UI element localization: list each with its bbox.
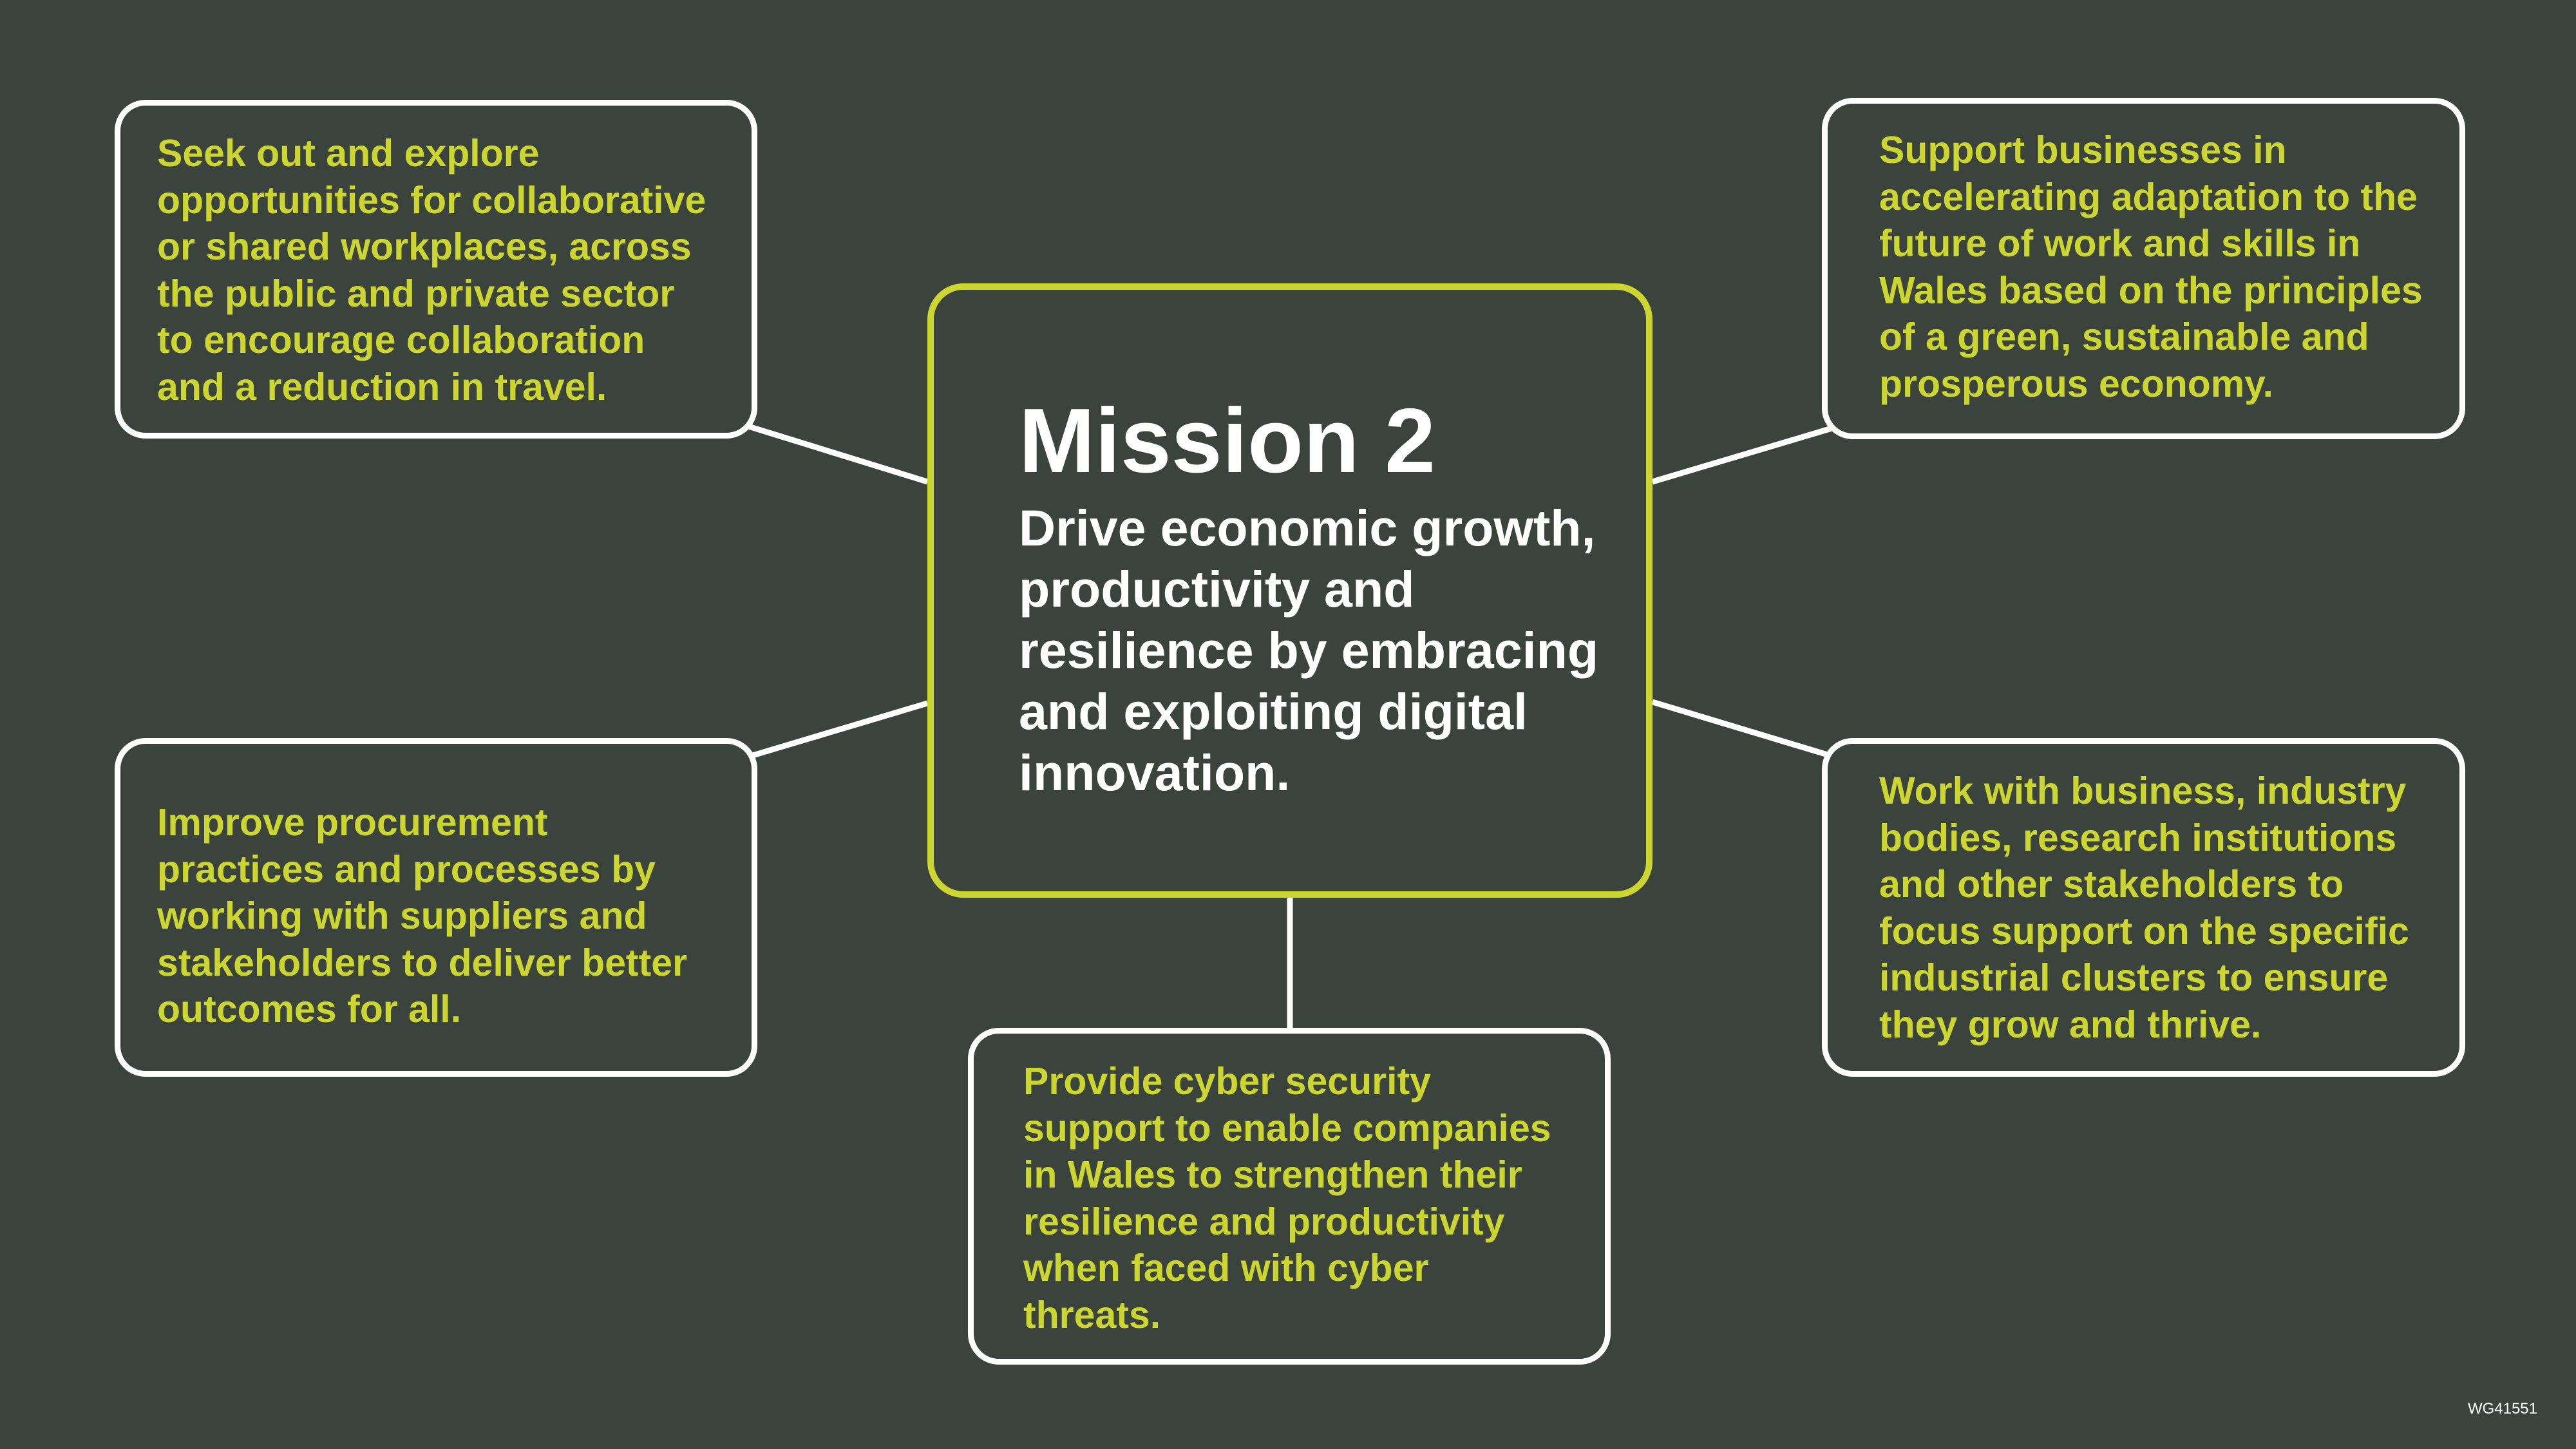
text-line: threats. — [1023, 1293, 1161, 1336]
mission-title: Mission 2 — [1019, 390, 1436, 492]
text-line: Work with business, industry — [1879, 770, 2407, 812]
text-line: accelerating adaptation to the — [1879, 175, 2418, 218]
text-line: Improve procurement — [157, 801, 548, 844]
text-line: opportunities for collaborative — [157, 178, 706, 222]
text-line: the public and private sector — [157, 272, 675, 315]
text-line: productivity and — [1019, 560, 1415, 618]
bottom-right-box: Work with business, industry bodies, res… — [1822, 738, 2465, 1077]
text-line: and a reduction in travel. — [157, 365, 607, 408]
bottom-left-box: Improve procurement practices and proces… — [115, 738, 757, 1077]
text-line: and other stakeholders to — [1879, 863, 2344, 905]
text-line: and exploiting digital — [1019, 683, 1528, 740]
reference-code: WG41551 — [2467, 1400, 2537, 1417]
text-line: industrial clusters to ensure — [1879, 956, 2389, 999]
text-line: resilience by embracing — [1019, 621, 1599, 679]
connector-top-right — [1651, 424, 1835, 485]
text-line: resilience and productivity — [1023, 1200, 1505, 1243]
top-left-text: Seek out and explore opportunities for c… — [157, 130, 706, 410]
connector-bottom-right — [1651, 699, 1835, 760]
text-line: future of work and skills in — [1879, 222, 2361, 265]
text-line: outcomes for all. — [157, 988, 462, 1030]
text-line: of a green, sustainable and — [1879, 316, 2369, 358]
text-line: innovation. — [1019, 744, 1291, 801]
text-line: or shared workplaces, across — [157, 225, 692, 268]
bottom-left-text: Improve procurement practices and proces… — [157, 799, 687, 1033]
text-line: stakeholders to deliver better — [157, 941, 688, 984]
text-line: prosperous economy. — [1879, 362, 2273, 405]
text-line: to encourage collaboration — [157, 319, 645, 361]
text-line: Drive economic growth, — [1019, 499, 1596, 556]
text-line: they grow and thrive. — [1879, 1003, 2262, 1046]
text-line: focus support on the specific — [1879, 909, 2409, 952]
text-line: Seek out and explore — [157, 132, 540, 175]
bottom-center-box: Provide cyber security support to enable… — [968, 1028, 1611, 1365]
text-line: bodies, research institutions — [1879, 816, 2397, 859]
bottom-right-text: Work with business, industry bodies, res… — [1879, 768, 2409, 1048]
mission-description: Drive economic growth, productivity and … — [1019, 497, 1598, 803]
text-line: support to enable companies — [1023, 1106, 1551, 1150]
top-left-box: Seek out and explore opportunities for c… — [115, 100, 757, 439]
text-line: Wales based on the principles — [1879, 269, 2423, 312]
top-right-box: Support businesses in accelerating adapt… — [1822, 98, 2465, 439]
connector-top-left — [747, 423, 929, 485]
connector-bottom-left — [747, 700, 929, 760]
text-line: when faced with cyber — [1023, 1247, 1429, 1289]
text-line: working with suppliers and — [157, 895, 647, 937]
text-line: Provide cyber security — [1023, 1060, 1431, 1103]
bottom-center-text: Provide cyber security support to enable… — [1023, 1058, 1551, 1338]
text-line: Support businesses in — [1879, 129, 2287, 171]
mission-center-box: Mission 2 Drive economic growth, product… — [927, 283, 1653, 898]
text-line: practices and processes by — [157, 848, 656, 891]
text-line: in Wales to strengthen their — [1023, 1153, 1522, 1196]
top-right-text: Support businesses in accelerating adapt… — [1879, 127, 2423, 407]
